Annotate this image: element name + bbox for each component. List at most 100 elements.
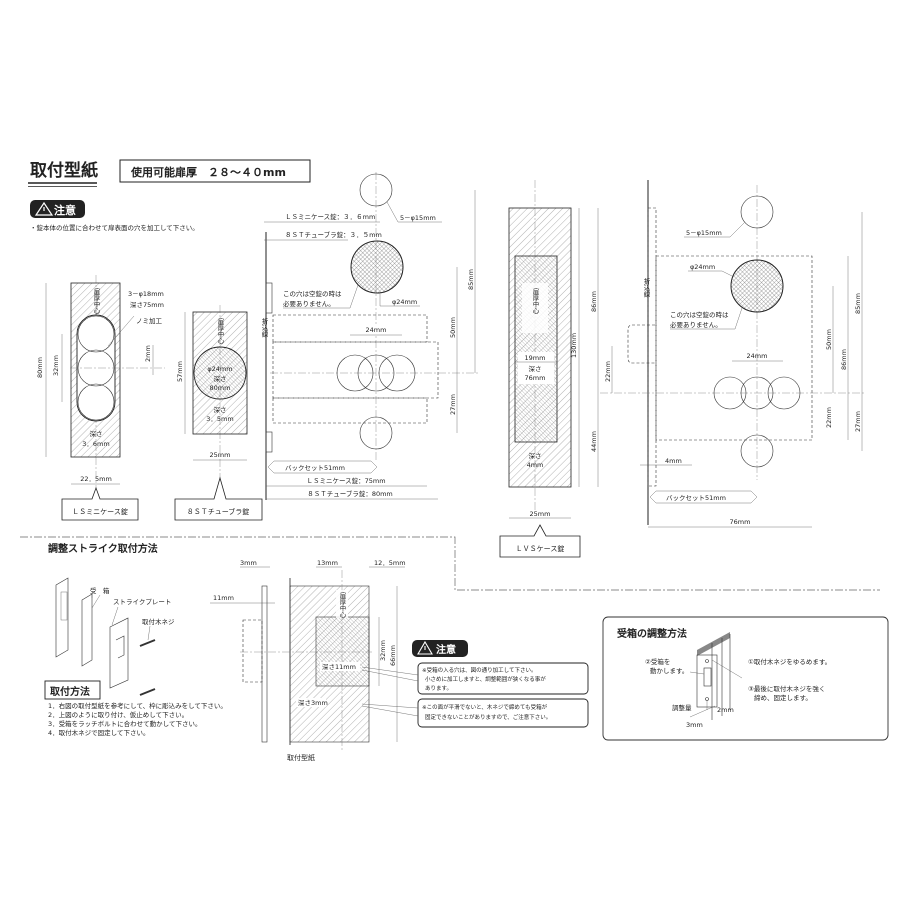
callout-1 xyxy=(417,662,589,695)
small-holes-label: 5－φ15mm xyxy=(686,229,722,237)
spacing-dim: 24mm xyxy=(747,352,768,360)
depth-label: 深さ xyxy=(529,451,542,460)
note-line1: この穴は空錠の時は xyxy=(283,289,342,298)
depth-value: 3．5mm xyxy=(206,415,233,423)
dim-13: 13mm xyxy=(317,559,338,567)
adjust-dim-3: 3mm xyxy=(686,721,703,729)
caution-badge xyxy=(30,200,85,218)
dim-11: 11mm xyxy=(213,594,234,602)
dim-86-right: 86mm xyxy=(840,349,848,370)
depth-value: 3．6mm xyxy=(82,440,109,448)
backset-dim: バックセット51mm xyxy=(285,464,345,472)
inner-width-dim: 19mm xyxy=(525,354,546,362)
big-hole-label: φ24mm xyxy=(392,298,417,306)
height-dim: 130mm xyxy=(570,333,578,358)
8st-tubular-template: 扉厚中心 φ24mm 深さ 80mm 深さ 3．5mm 57mm 25mm ８Ｓ… xyxy=(174,305,263,521)
dim-22-left: 22mm xyxy=(604,361,612,382)
dim-3: 3mm xyxy=(240,559,257,567)
cut-line xyxy=(20,536,880,591)
step2-line2: 動かします。 xyxy=(650,666,688,675)
door-thickness-box xyxy=(119,159,311,183)
fold-line-label: 折込線 xyxy=(260,317,268,338)
adjust-title: 受箱の調整方法 xyxy=(617,627,687,640)
note-line2: 必要ありません。 xyxy=(283,299,335,308)
strike-section: 調整ストライク取付方法 受 箱 ストライクプレート 取付木ネジ 取付方法 1．右… xyxy=(44,542,589,762)
dim-66: 66mm xyxy=(389,645,397,666)
adjust-dim-2: 2mm xyxy=(717,706,734,714)
callout1-line1: ※受箱の入る穴は、図の通り加工して下さい。 xyxy=(422,666,536,674)
depth-label: 深さ xyxy=(214,405,227,414)
lvs-template: 扉厚中心 19mm 深さ 76mm 深さ 4mm 130mm 25mm ＬＶＳケ… xyxy=(499,180,581,558)
dim-50: 50mm xyxy=(825,329,833,350)
holes-label: 3－φ18mm xyxy=(128,290,164,298)
depth-value: 4mm xyxy=(527,461,544,469)
ls-depth-dim: ＬＳミニケース錠：３．６mm xyxy=(285,212,375,221)
hole-depth-value: 76mm xyxy=(525,374,546,382)
dim-27: 27mm xyxy=(449,394,457,415)
ls-mini-name: ＬＳミニケース錠 xyxy=(72,507,128,516)
dim-44: 44mm xyxy=(590,431,598,452)
caution-label: 注意 xyxy=(54,203,76,217)
door-center-label: 扉厚中心 xyxy=(531,287,539,315)
note-line2: 必要ありません。 xyxy=(670,320,722,329)
plate-label: ストライクプレート xyxy=(113,598,171,606)
screw-label: 取付木ネジ xyxy=(142,617,175,626)
ls-mini-template: 扉厚中心 3－φ18mm 深さ75mm ノミ加工 80mm 32mm 2mm 深… xyxy=(36,275,165,521)
chisel-label: ノミ加工 xyxy=(136,316,163,325)
callout-2 xyxy=(417,698,589,728)
door-thickness: 使用可能扉厚 ２８～４０mm xyxy=(130,165,286,179)
hole-label: φ24mm xyxy=(207,365,232,373)
adjust-section: 受箱の調整方法 ②受箱を 動かします。 ①取付木ネジをゆるめます。 ③最後に取付… xyxy=(602,616,889,741)
depth-11: 深さ11mm xyxy=(322,662,356,671)
door-center-label: 扉厚中心 xyxy=(92,287,100,315)
ls-st-side-template: ＬＳミニケース錠：３．６mm ８ＳＴチューブラ錠：３．５mm 5－φ15mm こ… xyxy=(260,172,480,500)
depth-label: 深さ xyxy=(90,429,103,438)
strike-title: 調整ストライク取付方法 xyxy=(48,542,158,555)
dim-50: 50mm xyxy=(449,317,457,338)
st-length-dim: ８ＳＴチューブラ錠：80mm xyxy=(307,489,393,498)
offset-dim: 2mm xyxy=(144,345,152,362)
step-4: 4．取付木ネジで固定して下さい。 xyxy=(48,728,149,737)
strike-adjust-illustration xyxy=(689,632,743,720)
dim-4: 4mm xyxy=(665,457,682,465)
step3-line1: ③最後に取付木ネジを強く xyxy=(748,684,825,693)
warning-triangle-icon xyxy=(34,201,54,216)
hole-depth-label: 深さ75mm xyxy=(130,300,164,309)
hole-depth-value: 80mm xyxy=(210,384,231,392)
depth-3: 深さ3mm xyxy=(298,698,328,707)
lvs-side-template: 5－φ15mm φ24mm この穴は空錠の時は 必要ありません。 24mm 折込… xyxy=(590,180,865,528)
step1: ①取付木ネジをゆるめます。 xyxy=(748,657,831,666)
width-dim: 25mm xyxy=(210,451,231,459)
width-dim: 25mm xyxy=(530,510,551,518)
height-dim: 57mm xyxy=(176,361,184,382)
caution-label-2: 注意 xyxy=(436,643,456,656)
strike-illustration xyxy=(55,577,156,696)
st-tubular-name: ８ＳＴチューブラ錠 xyxy=(187,507,250,516)
pitch-dim: 32mm xyxy=(52,355,60,376)
callout2-line2: 固定できないことがありますので、ご注意下さい。 xyxy=(425,713,551,721)
template-label: 取付型紙 xyxy=(287,753,315,762)
step-1: 1．右図の取付型紙を参考にして、枠に彫込みをして下さい。 xyxy=(48,701,227,710)
spacing-dim: 24mm xyxy=(366,326,387,334)
fold-line-label: 折込線 xyxy=(642,277,650,298)
step2-line1: ②受箱を xyxy=(645,657,670,666)
dim-12-5: 12．5mm xyxy=(374,559,406,567)
ls-length-dim: ＬＳミニケース錠：75mm xyxy=(306,476,385,485)
callout1-line2: 小さめに加工しますと、調整範囲が狭くなる事が xyxy=(425,675,546,683)
dim-27: 27mm xyxy=(854,411,862,432)
dim-32: 32mm xyxy=(379,640,387,661)
dim-85: 85mm xyxy=(854,293,862,314)
dim-22-right: 22mm xyxy=(825,407,833,428)
big-hole-label: φ24mm xyxy=(690,263,715,271)
st-depth-dim: ８ＳＴチューブラ錠：３．５mm xyxy=(285,230,382,239)
lvs-name: ＬＶＳケース錠 xyxy=(516,544,565,553)
box-label: 受 箱 xyxy=(90,586,110,595)
header: 取付型紙 使用可能扉厚 ２８～４０mm 注意 ・錠本体の位置に合わせて扉表面の穴… xyxy=(28,159,311,232)
hole-depth-label: 深さ xyxy=(529,364,542,373)
method-title: 取付方法 xyxy=(50,685,90,698)
width-dim: 22．5mm xyxy=(80,475,112,483)
step3-line2: 締め、固定します。 xyxy=(754,693,812,702)
dim-85: 85mm xyxy=(467,269,475,290)
step-3: 3．受箱をラッチボルトに合わせて動かして下さい。 xyxy=(48,719,201,728)
